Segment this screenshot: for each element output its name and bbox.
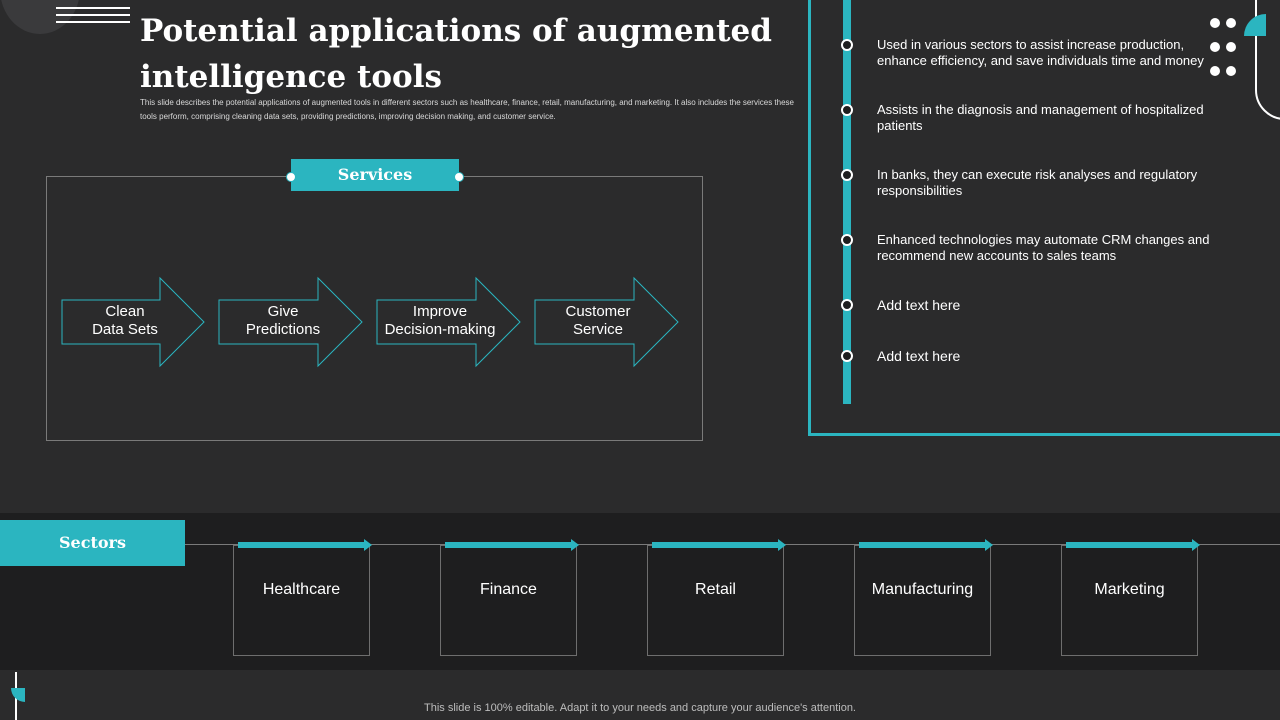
service-step-3: Improve Decision-making: [375, 303, 505, 339]
timeline-bar: [843, 0, 851, 404]
timeline-text-3: In banks, they can execute risk analyses…: [877, 167, 1198, 198]
arrow-shape-3: [376, 276, 521, 368]
services-tag: Services: [291, 159, 459, 191]
timeline-panel: [808, 0, 1280, 436]
footer-note: This slide is 100% editable. Adapt it to…: [424, 702, 856, 714]
sector-box-healthcare: [233, 545, 370, 656]
slide-title: Potential applications of augmented inte…: [140, 13, 772, 95]
sector-arrow-3: [652, 539, 786, 551]
service-step-2: Give Predictions: [218, 303, 348, 339]
corner-quarter-decoration: [11, 688, 25, 702]
timeline-text-4: Enhanced technologies may automate CRM c…: [877, 232, 1210, 263]
timeline-dot-2: [841, 104, 853, 116]
timeline-text-6: Add text here: [877, 348, 961, 364]
timeline-dot-5: [841, 299, 853, 311]
services-tag-left-dot: [286, 172, 296, 182]
services-arrows: [61, 276, 679, 368]
timeline-dot-1: [841, 39, 853, 51]
timeline-text-2: Assists in the diagnosis and management …: [877, 102, 1204, 133]
arrow-shape-4: [534, 276, 679, 368]
sector-box-finance: [440, 545, 577, 656]
service-step-4-line1: Customer: [565, 303, 631, 320]
service-step-1-line2: Data Sets: [92, 321, 158, 338]
sector-arrow-1: [238, 539, 372, 551]
arrow-shape-1: [61, 276, 205, 368]
sector-arrow-2: [445, 539, 579, 551]
sector-box-marketing: [1061, 545, 1198, 656]
sector-arrow-4: [859, 539, 993, 551]
quarter-circle-decoration: [1244, 14, 1266, 36]
service-step-1: Clean Data Sets: [60, 303, 190, 339]
timeline-text-1: Used in various sectors to assist increa…: [877, 37, 1204, 68]
service-step-4: Customer Service: [533, 303, 663, 339]
slide-description: This slide describes the potential appli…: [140, 98, 794, 121]
timeline-dot-3: [841, 169, 853, 181]
sector-label-retail: Retail: [695, 581, 736, 598]
service-step-2-line1: Give: [267, 303, 299, 320]
dots-grid-decoration: [1210, 18, 1246, 90]
service-step-3-line2: Decision-making: [384, 321, 496, 338]
timeline-dot-6: [841, 350, 853, 362]
service-step-2-line2: Predictions: [245, 321, 321, 338]
timeline-text-5: Add text here: [877, 297, 961, 313]
sector-label-marketing: Marketing: [1094, 581, 1165, 598]
sector-label-finance: Finance: [480, 581, 537, 598]
sector-arrow-5: [1066, 539, 1200, 551]
sector-box-retail: [647, 545, 784, 656]
sector-label-healthcare: Healthcare: [262, 581, 341, 598]
service-step-1-line1: Clean: [105, 303, 145, 320]
sector-box-manufacturing: [854, 545, 991, 656]
service-step-4-line2: Service: [572, 321, 624, 338]
service-step-3-line1: Improve: [412, 303, 468, 320]
arrow-shape-2: [218, 276, 363, 368]
timeline-dot-4: [841, 234, 853, 246]
hamburger-lines-decoration: [56, 7, 130, 28]
sector-label-manufacturing: Manufacturing: [871, 581, 974, 598]
sectors-tag: Sectors: [0, 520, 185, 566]
services-tag-right-dot: [454, 172, 464, 182]
